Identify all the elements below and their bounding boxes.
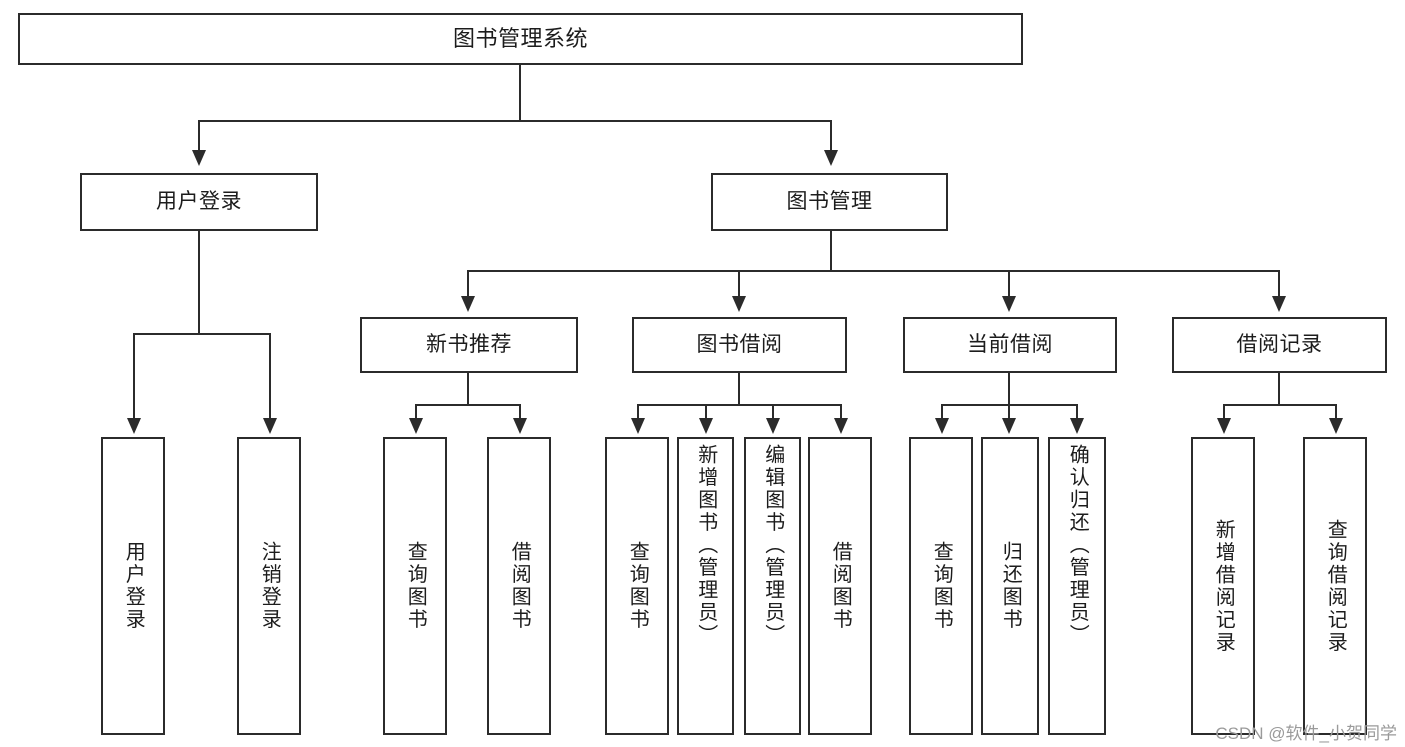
connector-newbook-bar [415, 404, 521, 407]
leaf-user-login-signin[interactable]: 用户登录 [101, 437, 165, 735]
connector-bookborrow-bar [637, 404, 842, 407]
watermark-credit: CSDN @软件_小贺同学 [1215, 724, 1397, 743]
connector-newbook-stem [467, 373, 470, 406]
node-new-book-recommend[interactable]: 新书推荐 [360, 317, 578, 373]
leaf-user-login-signout[interactable]: 注销登录 [237, 437, 301, 735]
connector-bookmanage-bar [467, 270, 1279, 273]
leaf-current-borrow-query[interactable]: 查询图书 [909, 437, 973, 735]
connector-borrowrecord-drop-2 [1335, 404, 1338, 419]
node-borrow-record[interactable]: 借阅记录 [1172, 317, 1387, 373]
leaf-borrow-record-add[interactable]: 新增借阅记录 [1191, 437, 1255, 735]
connector-userlogin-drop-2 [269, 333, 272, 419]
connector-bookmanage-drop-4 [1278, 270, 1281, 298]
connector-borrowrecord-bar [1223, 404, 1335, 407]
connector-bookborrow-drop-3 [772, 404, 775, 419]
connector-borrowrecord-stem [1278, 373, 1281, 406]
arrowhead-newbook-leaf-1 [409, 418, 423, 434]
leaf-borrow-record-query[interactable]: 查询借阅记录 [1303, 437, 1367, 735]
leaf-new-book-query[interactable]: 查询图书 [383, 437, 447, 735]
arrowhead-userlogin-leaf-2 [263, 418, 277, 434]
connector-bookborrow-drop-4 [840, 404, 843, 419]
arrowhead-bookborrow-leaf-4 [834, 418, 848, 434]
connector-bookmanage-stem [830, 231, 833, 272]
arrowhead-to-borrow-record [1272, 296, 1286, 312]
arrowhead-bookborrow-leaf-3 [766, 418, 780, 434]
connector-userlogin-drop-1 [133, 333, 136, 419]
arrowhead-to-user-login [192, 150, 206, 166]
node-root-system[interactable]: 图书管理系统 [18, 13, 1023, 65]
arrowhead-to-current-borrow [1002, 296, 1016, 312]
arrowhead-currentborrow-leaf-2 [1002, 418, 1016, 434]
connector-root-drop-2 [830, 120, 833, 152]
arrowhead-borrowrecord-leaf-1 [1217, 418, 1231, 434]
arrowhead-userlogin-leaf-1 [127, 418, 141, 434]
leaf-new-book-borrow[interactable]: 借阅图书 [487, 437, 551, 735]
connector-newbook-drop-1 [415, 404, 418, 419]
arrowhead-bookborrow-leaf-1 [631, 418, 645, 434]
leaf-book-borrow-query[interactable]: 查询图书 [605, 437, 669, 735]
node-book-manage[interactable]: 图书管理 [711, 173, 948, 231]
arrowhead-bookborrow-leaf-2 [699, 418, 713, 434]
leaf-current-borrow-confirm[interactable]: 确认归还（管理员） [1048, 437, 1106, 735]
leaf-book-borrow-lend[interactable]: 借阅图书 [808, 437, 872, 735]
connector-bookborrow-drop-1 [637, 404, 640, 419]
connector-root-stem [519, 65, 522, 121]
connector-currentborrow-drop-1 [941, 404, 944, 419]
node-current-borrow[interactable]: 当前借阅 [903, 317, 1117, 373]
arrowhead-to-book-borrow [732, 296, 746, 312]
connector-currentborrow-stem [1008, 373, 1011, 406]
leaf-book-borrow-edit[interactable]: 编辑图书（管理员） [744, 437, 801, 735]
connector-bookborrow-stem [738, 373, 741, 406]
connector-bookmanage-drop-3 [1008, 270, 1011, 298]
connector-root-drop-1 [198, 120, 201, 152]
arrowhead-currentborrow-leaf-3 [1070, 418, 1084, 434]
leaf-current-borrow-return[interactable]: 归还图书 [981, 437, 1039, 735]
connector-root-bar [198, 120, 832, 123]
connector-bookmanage-drop-1 [467, 270, 470, 298]
connector-newbook-drop-2 [519, 404, 522, 419]
arrowhead-newbook-leaf-2 [513, 418, 527, 434]
connector-bookborrow-drop-2 [705, 404, 708, 419]
node-user-login[interactable]: 用户登录 [80, 173, 318, 231]
leaf-book-borrow-add[interactable]: 新增图书（管理员） [677, 437, 734, 735]
connector-borrowrecord-drop-1 [1223, 404, 1226, 419]
arrowhead-to-book-manage [824, 150, 838, 166]
connector-userlogin-stem [198, 231, 201, 335]
arrowhead-to-new-book [461, 296, 475, 312]
arrowhead-borrowrecord-leaf-2 [1329, 418, 1343, 434]
arrowhead-currentborrow-leaf-1 [935, 418, 949, 434]
node-book-borrow[interactable]: 图书借阅 [632, 317, 847, 373]
connector-userlogin-bar [133, 333, 269, 336]
connector-bookmanage-drop-2 [738, 270, 741, 298]
connector-currentborrow-drop-2 [1008, 404, 1011, 419]
connector-currentborrow-drop-3 [1076, 404, 1079, 419]
